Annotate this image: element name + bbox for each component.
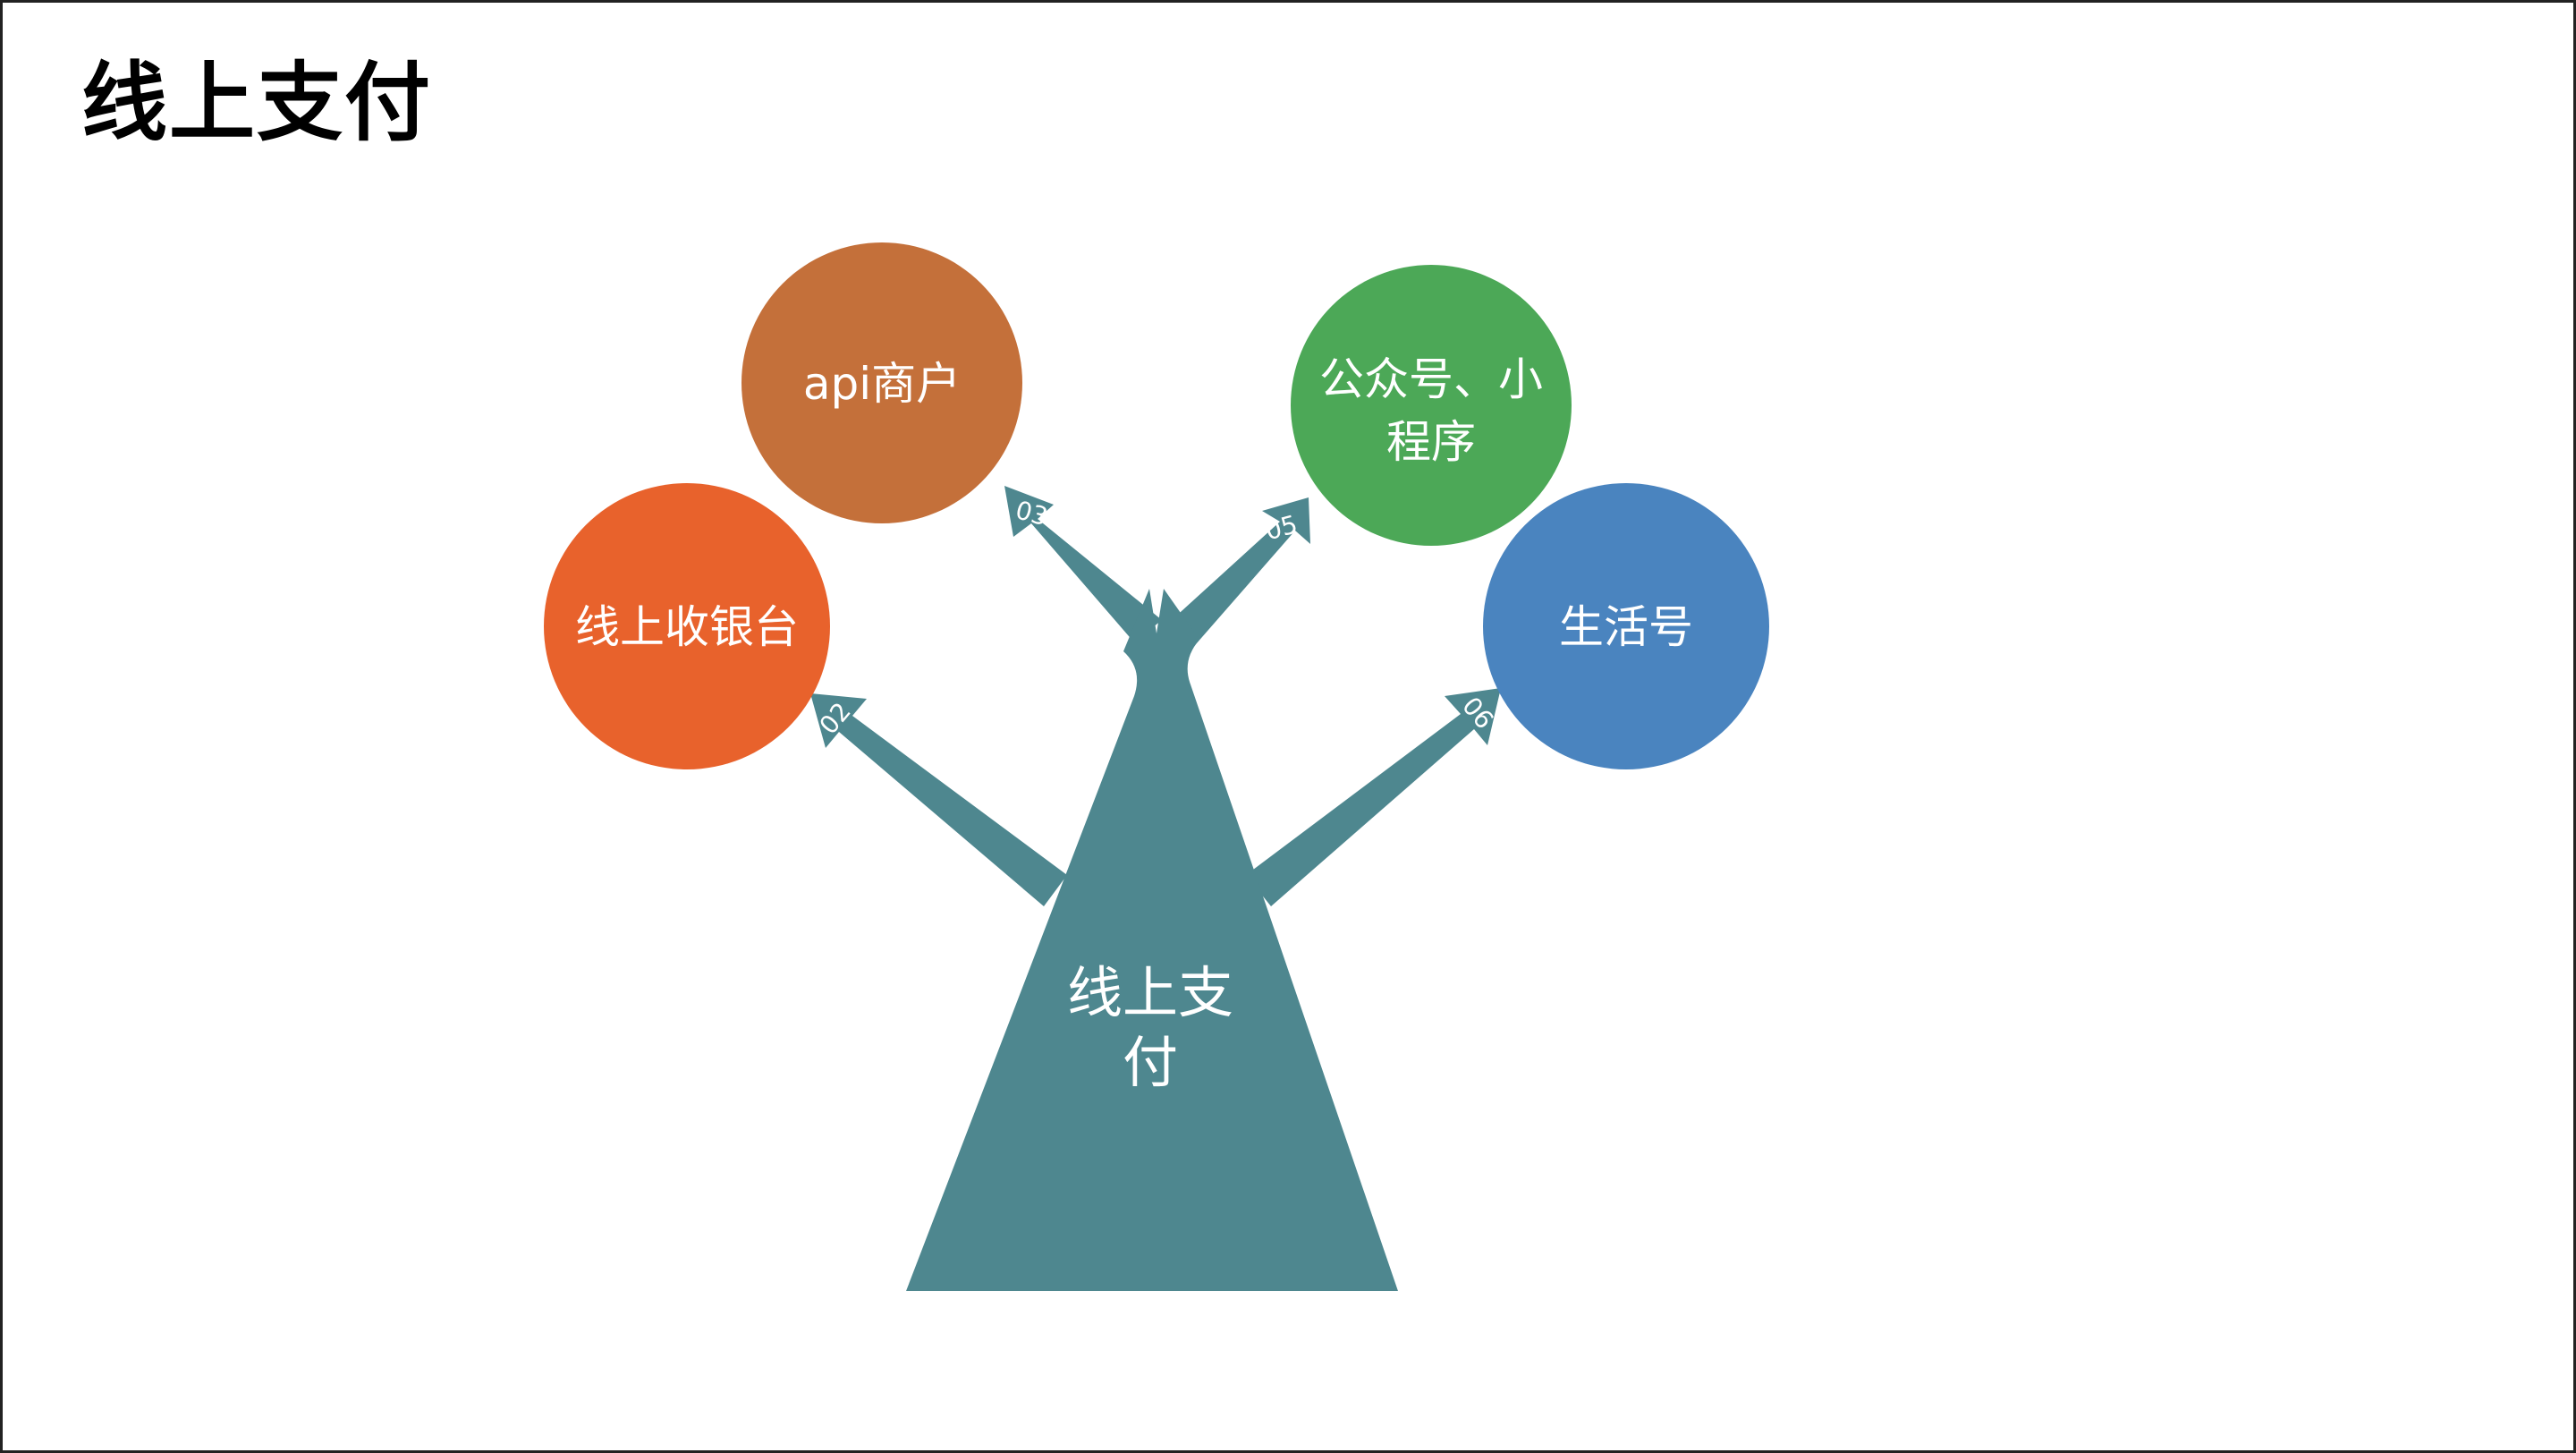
node-online-cashier-circle <box>544 483 830 769</box>
page-title: 线上支付 <box>81 53 432 153</box>
trunk-label-line1: 线上支 <box>1067 960 1233 1025</box>
node-api-merchant: api商户 <box>741 242 1022 523</box>
branch-arrow-03: 03 <box>1004 486 1162 642</box>
node-online-cashier: 线上收银台 <box>544 483 830 769</box>
node-online-cashier-label: 线上收银台 <box>575 601 799 653</box>
node-api-merchant-label: api商户 <box>803 358 961 410</box>
branch-arrow-05-shape <box>1162 497 1310 651</box>
branch-arrow-06-shape <box>1246 688 1501 906</box>
node-official-account-label-line2: 程序 <box>1386 416 1476 468</box>
node-official-account: 公众号、小 程序 <box>1291 265 1572 546</box>
node-life-account-circle <box>1483 483 1769 769</box>
branch-arrow-02-shape <box>810 693 1067 906</box>
node-official-account-label-line1: 公众号、小 <box>1319 353 1543 405</box>
trunk: 线上支 付 <box>906 589 1398 1291</box>
node-official-account-circle <box>1291 265 1572 546</box>
tree-diagram: 02 03 05 06 线上支 付 线上收银台 a <box>544 242 1769 1291</box>
trunk-label-line2: 付 <box>1123 1030 1178 1095</box>
branch-arrow-06: 06 <box>1246 688 1501 906</box>
trunk-shape <box>906 589 1398 1291</box>
node-api-merchant-circle <box>741 242 1022 523</box>
node-life-account-label: 生活号 <box>1559 601 1693 653</box>
node-life-account: 生活号 <box>1483 483 1769 769</box>
branch-arrow-02: 02 <box>810 693 1067 906</box>
branch-arrow-03-shape <box>1004 486 1162 642</box>
